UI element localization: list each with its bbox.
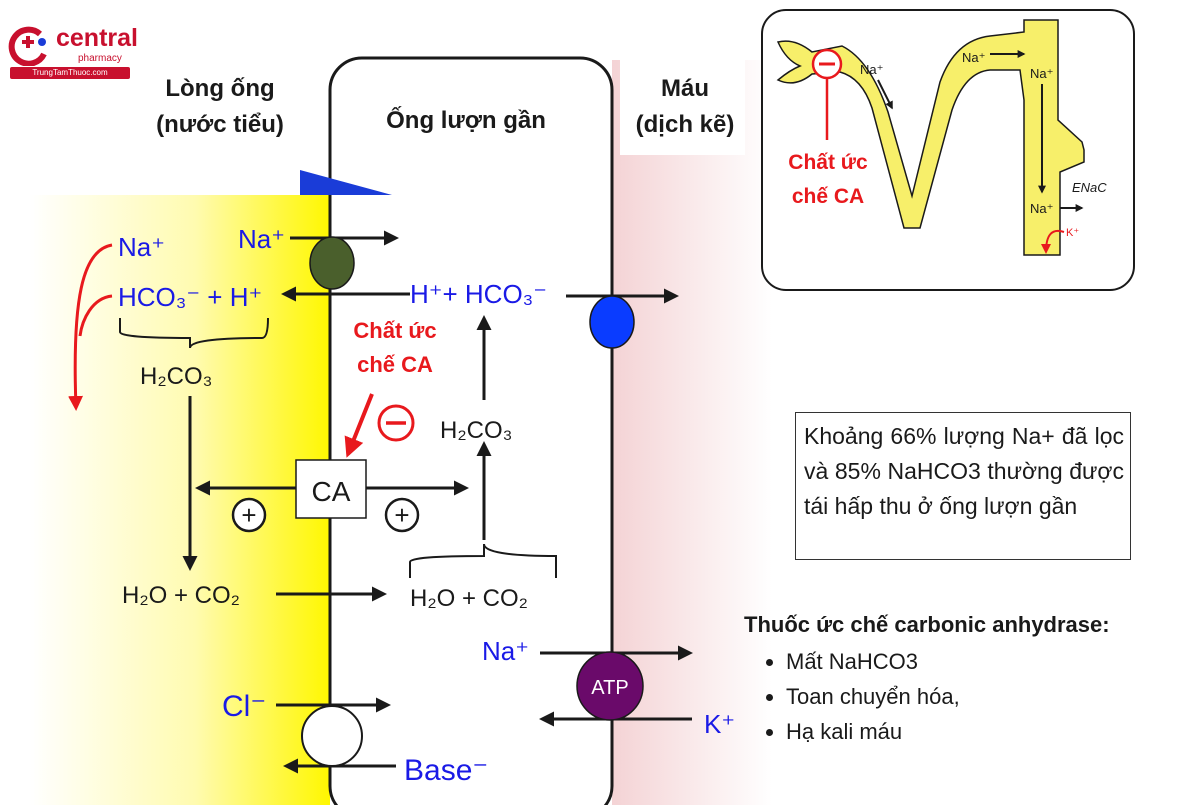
- lumen-h2o-co2-label: H₂O + CO₂: [122, 582, 240, 609]
- atp-label: ATP: [591, 677, 628, 699]
- cell-h2o-co2-label: H₂O + CO₂: [410, 585, 528, 612]
- lumen-hco3-h-label: HCO₃⁻ + H⁺: [118, 282, 262, 312]
- lumen-na-red-label: Na⁺: [118, 232, 165, 262]
- lumen-brace: [119, 317, 269, 349]
- logo-name: central: [56, 24, 138, 52]
- plus-left-icon: [231, 497, 267, 533]
- carbonic-anhydrase-box: [295, 459, 367, 519]
- carbonic-anhydrase-label: CA: [312, 476, 351, 507]
- lumen-label-1: Lòng ống: [165, 75, 274, 102]
- lumen-cl-label: Cl⁻: [222, 690, 266, 723]
- blood-label-2: (dịch kẽ): [636, 111, 735, 138]
- blood-label-bg: [620, 60, 745, 155]
- cell-h-hco3-label: H⁺+ HCO₃⁻: [410, 279, 547, 309]
- drug-effect-item: Hạ kali máu: [786, 714, 1164, 749]
- inset-tubule-shape: [776, 19, 1085, 256]
- blood-label-1: Máu: [661, 75, 709, 102]
- brush-border-wedge: [300, 170, 392, 195]
- plus-left-label: +: [241, 500, 256, 530]
- inset-k-arrow: [1041, 230, 1065, 254]
- info-box: Khoảng 66% lượng Na+ đã lọc và 85% NaHCO…: [795, 412, 1131, 560]
- plus-right-icon: [384, 497, 420, 533]
- natriuresis-arrow: [68, 243, 113, 411]
- lumen-na-label: Na⁺: [238, 224, 285, 254]
- tubule-cell: [328, 56, 614, 805]
- cell-brace: [409, 543, 557, 578]
- logo-mark-icon: [8, 26, 47, 66]
- cell-base-label: Base⁻: [404, 754, 488, 787]
- atp-pump: [576, 651, 644, 721]
- drug-effects-panel: Thuốc ức chế carbonic anhydrase: Mất NaH…: [744, 612, 1164, 749]
- lumen-label-bg: [130, 60, 310, 155]
- inhibitor-label-2: chế CA: [357, 352, 433, 377]
- hco3-transporter: [589, 295, 635, 349]
- drug-effect-item: Mất NaHCO3: [786, 644, 1164, 679]
- drug-effects-title: Thuốc ức chế carbonic anhydrase:: [744, 612, 1110, 637]
- hco3-loss-arrow: [78, 294, 113, 337]
- inset-k-label: K⁺: [1066, 227, 1079, 239]
- cl-base-exchanger: [301, 705, 363, 767]
- nephron-inset: Na⁺ Na⁺ Na⁺ Na⁺ ENaC K⁺ Chất ức chế CA: [761, 9, 1135, 291]
- cell-h2co3-label: H₂CO₃: [440, 417, 512, 444]
- inset-inhibitor-2: chế CA: [792, 185, 864, 208]
- na-h-exchanger: [309, 236, 355, 290]
- inset-na-3: Na⁺: [1030, 66, 1053, 81]
- inset-na-4: Na⁺: [1030, 201, 1053, 216]
- lumen-label-2: (nước tiểu): [156, 111, 284, 138]
- central-pharmacy-logo: central pharmacy TrungTamThuoc.com: [8, 24, 138, 82]
- inset-na-2: Na⁺: [962, 50, 985, 65]
- inset-na-1: Na⁺: [860, 62, 883, 77]
- inset-arrow-1: [877, 79, 893, 110]
- inset-inhibitor-1: Chất ức: [788, 151, 868, 174]
- drug-effects-list: Mất NaHCO3 Toan chuyển hóa, Hạ kali máu: [744, 644, 1164, 749]
- inhibitor-label-1: Chất ức: [353, 318, 436, 343]
- inhibitor-arrow: [344, 393, 374, 458]
- logo-sub: pharmacy: [78, 53, 122, 64]
- logo-site: TrungTamThuoc.com: [10, 67, 130, 79]
- cell-na-label: Na⁺: [482, 636, 529, 666]
- inset-enac-label: ENaC: [1072, 180, 1107, 195]
- blood-k-label: K⁺: [704, 709, 735, 739]
- tubule-label: Ống lượn gần: [386, 106, 546, 134]
- plus-right-label: +: [394, 500, 409, 530]
- lumen-h2co3-label: H₂CO₃: [140, 363, 212, 390]
- drug-effect-item: Toan chuyển hóa,: [786, 679, 1164, 714]
